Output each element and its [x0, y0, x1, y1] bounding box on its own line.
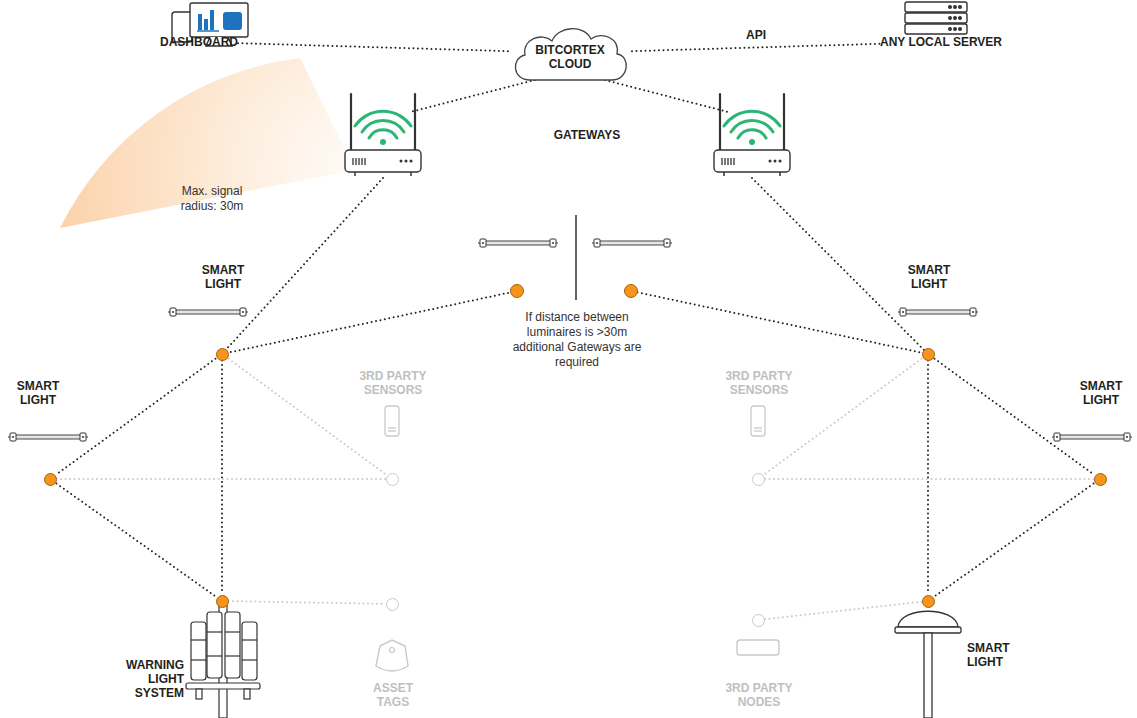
- warning-light-illustration: [186, 604, 260, 718]
- asset-tag-node: ASSET TAGS: [386, 598, 399, 611]
- smart-light-fixture: [168, 308, 248, 316]
- signal-radius-note: Max. signal radius: 30m: [170, 184, 254, 214]
- smart-light-node: SMART LIGHT: [44, 473, 57, 486]
- dotted-connector: [57, 478, 386, 480]
- dotted-connector: [57, 484, 216, 597]
- warning-light-node: WARNING LIGHT SYSTEM: [216, 595, 229, 608]
- gateway-router: [345, 94, 421, 176]
- node-label: SMART LIGHT: [898, 263, 960, 291]
- dotted-connector: [632, 44, 880, 51]
- sensor-node: 3RD PARTY SENSORS: [752, 473, 765, 486]
- dotted-connector: [229, 601, 386, 604]
- asset-tag-hole: [390, 648, 395, 653]
- dashboard-label: DASHBOARD: [160, 35, 238, 49]
- luminaire-dot: [625, 285, 638, 298]
- asset-tag-icon: [376, 640, 408, 671]
- dotted-connector: [927, 361, 929, 595]
- smart-light-fixture: [898, 308, 978, 316]
- node-label: WARNING LIGHT SYSTEM: [100, 658, 184, 700]
- dotted-connector: [935, 359, 1094, 475]
- sensor-icon: [385, 406, 765, 436]
- edge-label: API: [743, 28, 769, 42]
- cloud-shape: BITCORTEX CLOUD: [508, 22, 632, 84]
- node-label: 3RD PARTY SENSORS: [351, 369, 435, 397]
- cloud-label: BITCORTEX CLOUD: [528, 43, 612, 71]
- smart-light-node: SMART LIGHT: [216, 348, 229, 361]
- smart-light-node: SMART LIGHT: [1094, 473, 1107, 486]
- smart-light-node: SMART LIGHT: [922, 348, 935, 361]
- server-label: ANY LOCAL SERVER: [880, 35, 1002, 49]
- node-label: ASSET TAGS: [362, 681, 424, 709]
- dotted-connector: [221, 361, 223, 595]
- node-device-node: 3RD PARTY NODES: [752, 614, 765, 627]
- node-label: SMART LIGHT: [1070, 379, 1132, 407]
- node-label: ANY LOCAL SERVER: [880, 35, 1002, 49]
- gateways-label: GATEWAYS: [527, 128, 647, 142]
- cloud-path: [515, 29, 626, 80]
- divider-line: [575, 215, 576, 300]
- dotted-connector: [238, 43, 508, 51]
- smart-light-fixture: [8, 433, 88, 441]
- node-label: 3RD PARTY SENSORS: [717, 369, 801, 397]
- bollard-light-illustration: [895, 611, 961, 718]
- dotted-connector: [935, 484, 1094, 597]
- node-device-icon: [737, 640, 779, 655]
- smart-light-fixture: [592, 239, 672, 247]
- dotted-connector: [765, 602, 922, 620]
- smart-light-fixture: [478, 239, 558, 247]
- smart-light-fixture: [1052, 433, 1132, 441]
- signal-radius-fan: [60, 58, 355, 228]
- luminaire-dot: [511, 285, 524, 298]
- dotted-connector: [765, 478, 1094, 480]
- node-label: DASHBOARD: [160, 35, 238, 49]
- dotted-connector: [57, 359, 216, 475]
- node-label: SMART LIGHT: [967, 641, 1029, 669]
- distance-note: If distance between luminaires is >30m a…: [507, 310, 647, 370]
- sensor-node: 3RD PARTY SENSORS: [386, 473, 399, 486]
- node-label: SMART LIGHT: [192, 263, 254, 291]
- gateway-router: [714, 94, 790, 176]
- node-label: 3RD PARTY NODES: [717, 681, 801, 709]
- smart-light-node: SMART LIGHT: [922, 595, 935, 608]
- node-label: SMART LIGHT: [7, 379, 69, 407]
- server-icon: [905, 2, 967, 34]
